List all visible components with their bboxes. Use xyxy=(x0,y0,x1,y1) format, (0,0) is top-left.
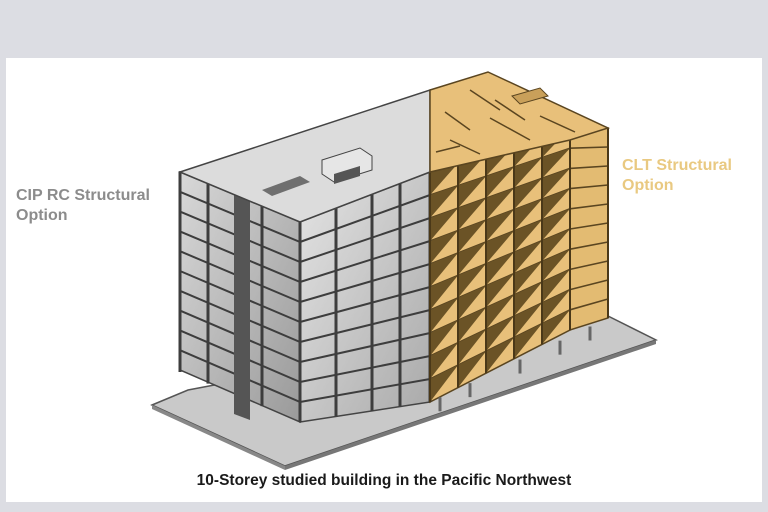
clt-option-label: CLT Structural Option xyxy=(622,157,732,194)
figure-caption: 10-Storey studied building in the Pacifi… xyxy=(196,472,572,489)
concrete-core xyxy=(234,195,250,420)
cip-rc-option-label: CIP RC Structural Option xyxy=(16,187,150,224)
floor-lines xyxy=(178,128,609,422)
clt-roof xyxy=(429,71,611,173)
concrete-roof xyxy=(177,88,431,223)
